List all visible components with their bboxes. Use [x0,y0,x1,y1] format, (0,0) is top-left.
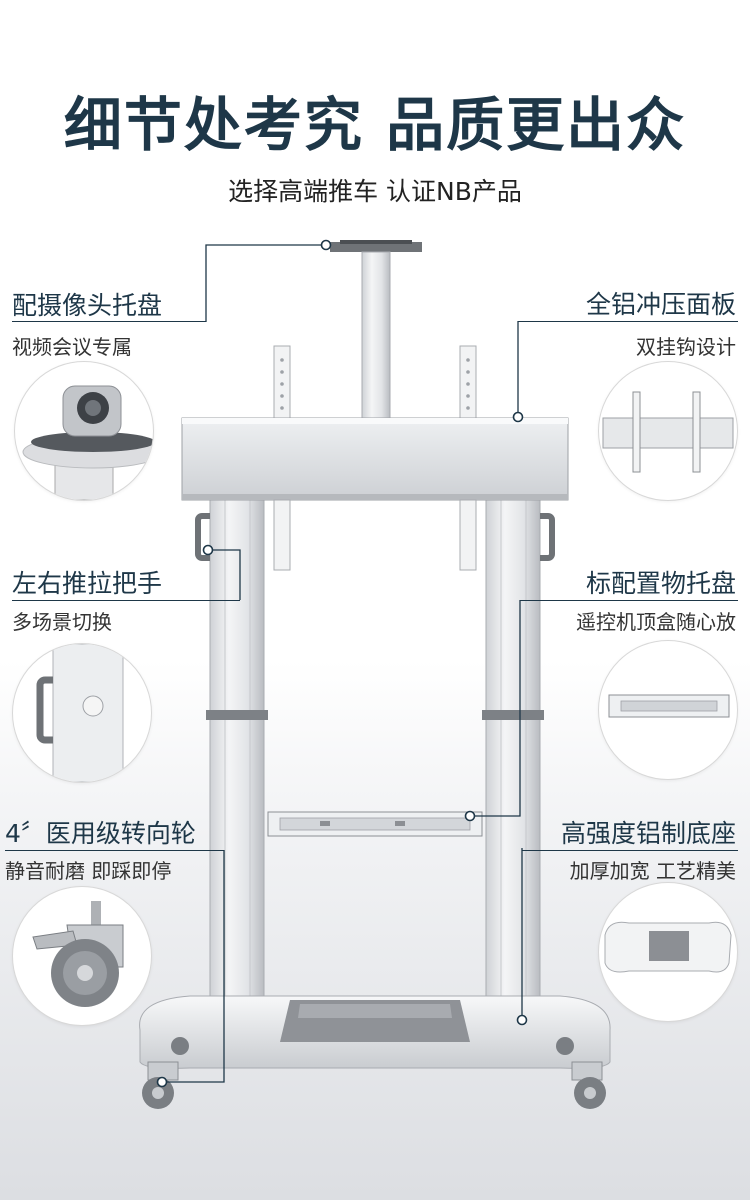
feature-panel-underline [518,321,738,322]
feature-handles-title: 左右推拉把手 [12,569,163,598]
feature-camera-tray-underline [12,321,206,322]
handle-left [195,513,210,561]
feature-base-underline [522,850,738,851]
camera-tray [330,240,422,419]
feature-base-title: 高强度铝制底座 [560,819,736,848]
feature-camera-tray-title: 配摄像头托盘 [12,291,163,320]
callout-lines [164,244,523,1083]
caster-detail-image [12,886,152,1026]
handle-detail-image [12,643,152,783]
column-left [206,499,268,1021]
aluminum-panel [181,417,569,501]
feature-shelf-subtitle: 遥控机顶盒随心放 [576,610,736,634]
page-title: 细节处考究 品质更出众 [63,91,687,159]
feature-casters-underline [5,850,224,851]
feature-panel-title: 全铝冲压面板 [585,290,736,319]
caster-back-right [556,1037,574,1055]
page-subtitle: 选择高端推车 认证NB产品 [228,177,522,206]
handle-right [540,513,555,561]
feature-handles-subtitle: 多场景切换 [12,610,112,634]
shelf-tray [267,811,483,837]
caster-back-left [171,1037,189,1055]
feature-casters-subtitle: 静音耐磨 即踩即停 [5,859,172,883]
caster-front-right [571,1061,606,1109]
callout-markers [156,239,528,1088]
camera-detail-image [14,361,154,501]
shelf-detail-image [598,640,738,780]
column-right [482,499,544,1021]
stand-base [139,995,611,1069]
feature-casters-title: 4〞医用级转向轮 [5,819,196,848]
panel-detail-image [598,361,738,501]
feature-camera-tray-subtitle: 视频会议专属 [12,335,132,359]
feature-panel-subtitle: 双挂钩设计 [636,335,736,359]
base-detail-image [598,882,738,1022]
feature-shelf-underline [520,600,738,601]
feature-base-subtitle: 加厚加宽 工艺精美 [569,859,736,883]
feature-shelf-title: 标配置物托盘 [585,569,736,598]
feature-handles-underline [12,600,240,601]
